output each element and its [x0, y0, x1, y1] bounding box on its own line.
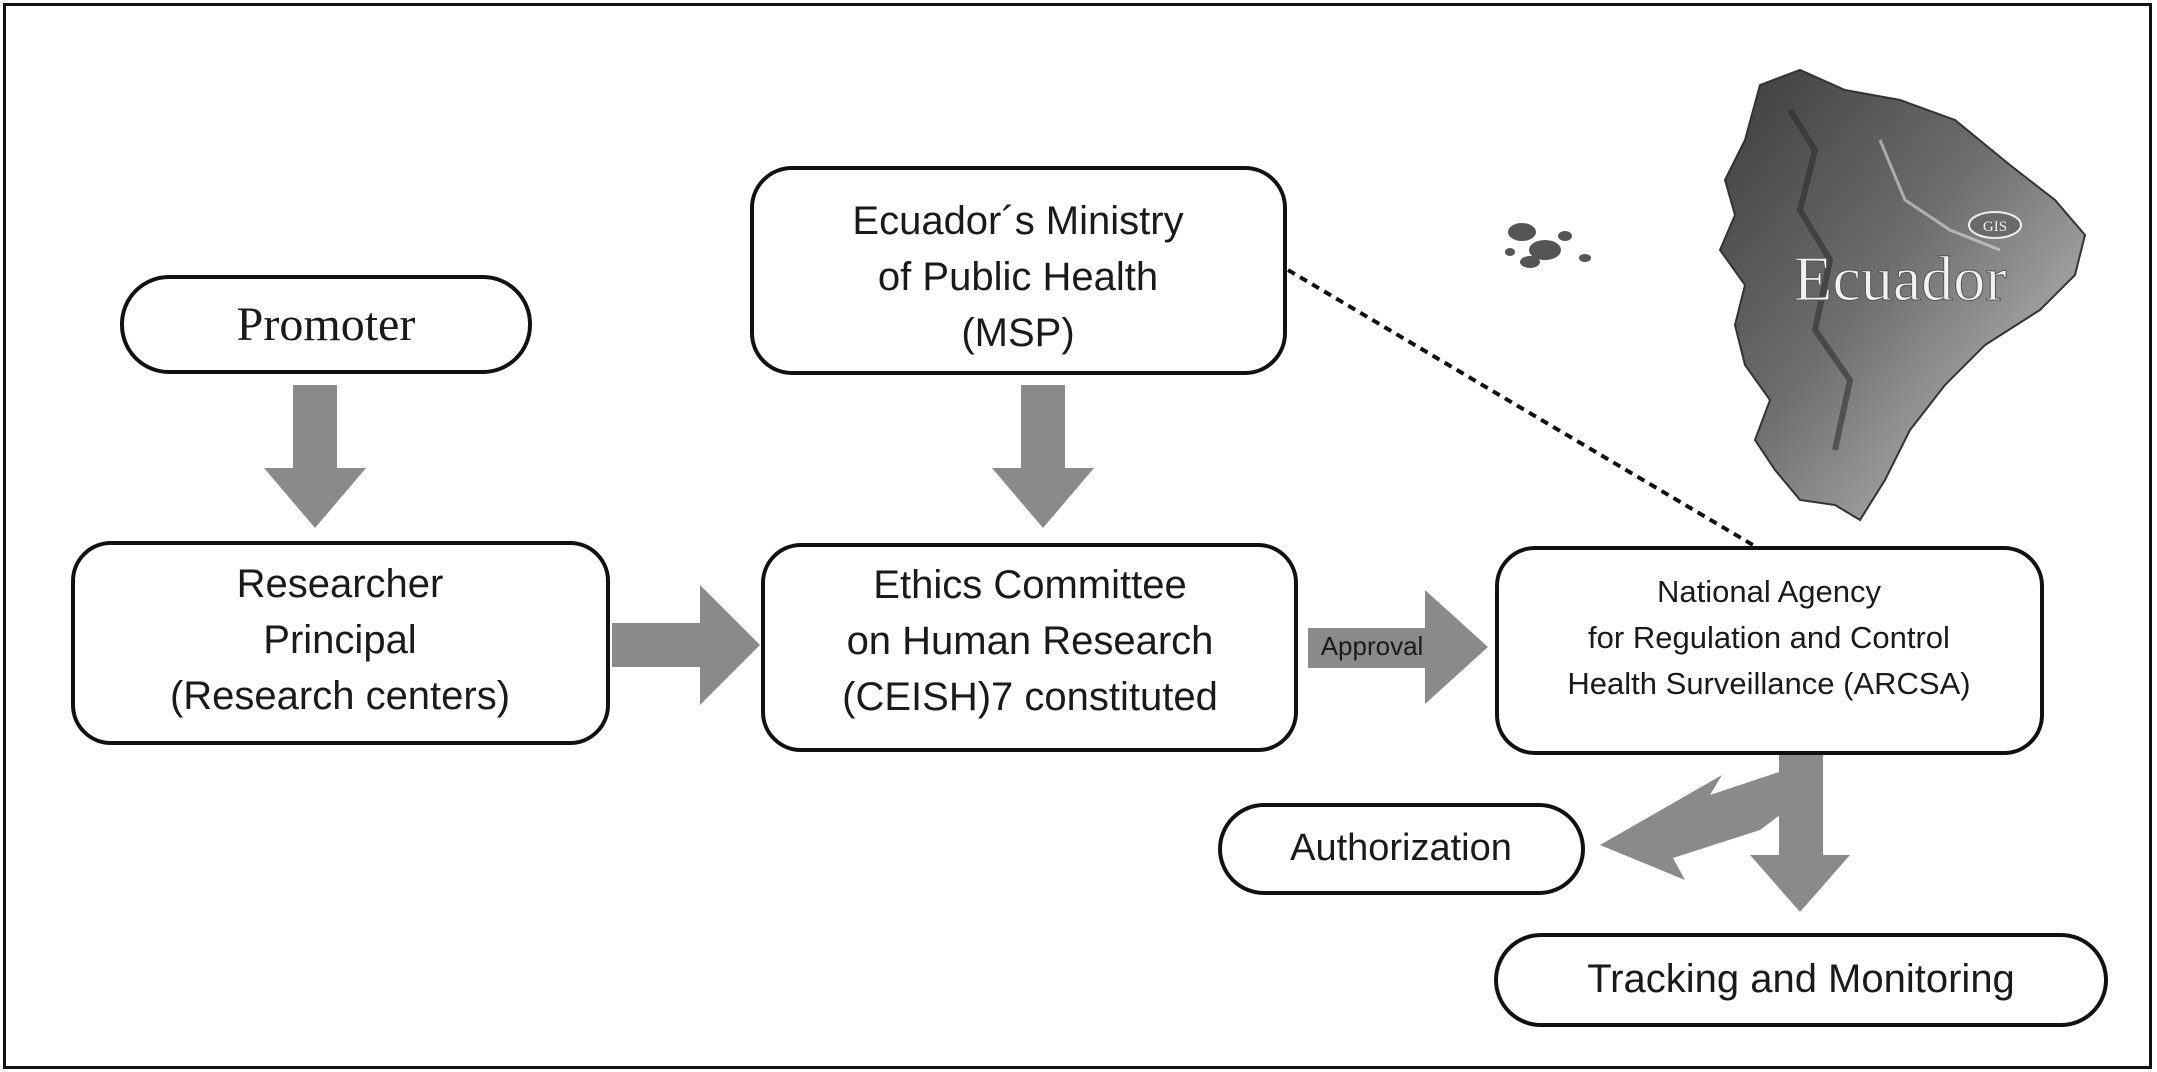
map-country-label: Ecuador [1793, 243, 2006, 314]
mainland-shape [1718, 68, 2087, 522]
svg-text:National Agency: National Agency [1657, 574, 1882, 609]
researcher-label: Researcher Principal (Research centers) [170, 562, 510, 718]
arrow-arcsa-to-authorization [1600, 752, 1800, 880]
ceish-label: Ethics Committee on Human Research (CEIS… [842, 563, 1218, 719]
promoter-box [120, 275, 532, 374]
arrow-ceish-to-arcsa [1308, 590, 1488, 704]
approval-label: Approval [1321, 631, 1424, 661]
ecuador-map: GIS Ecuador [1505, 68, 2087, 522]
svg-text:Ethics Committee: Ethics Committee [873, 563, 1186, 607]
authorization-box [1218, 803, 1585, 895]
arcsa-label: National Agency for Regulation and Contr… [1567, 574, 1970, 701]
svg-text:for Regulation and Control: for Regulation and Control [1588, 620, 1950, 655]
map-badge-text: GIS [1983, 219, 2007, 235]
svg-text:Health Surveillance (ARCSA): Health Surveillance (ARCSA) [1567, 666, 1970, 701]
promoter-label: Promoter [237, 298, 416, 351]
arrow-arcsa-to-tracking [1750, 752, 1850, 912]
svg-text:Principal: Principal [263, 618, 416, 662]
ceish-box [761, 543, 1298, 752]
arrow-researcher-to-ceish [612, 585, 760, 705]
svg-text:(CEISH)7 constituted: (CEISH)7 constituted [842, 675, 1218, 719]
dashed-connector [1286, 268, 1760, 550]
svg-text:on Human Research: on Human Research [847, 619, 1214, 663]
boxes [71, 166, 2108, 1027]
arrow-msp-to-ceish [992, 385, 1094, 528]
arcsa-box [1495, 546, 2044, 755]
msp-label: Ecuador´s Ministry of Public Health (MSP… [852, 199, 1183, 355]
svg-text:Researcher: Researcher [237, 562, 444, 606]
arrows [264, 385, 1850, 912]
svg-text:Ecuador´s Ministry: Ecuador´s Ministry [852, 199, 1183, 243]
arrow-promoter-to-researcher [264, 385, 366, 528]
msp-box [750, 166, 1287, 375]
tracking-box [1494, 933, 2108, 1027]
researcher-box [71, 541, 610, 745]
tracking-label: Tracking and Monitoring [1587, 957, 2015, 1001]
authorization-label: Authorization [1290, 827, 1512, 869]
svg-text:(Research centers): (Research centers) [170, 674, 510, 718]
galapagos-islands [1505, 223, 1591, 268]
svg-text:of Public Health: of Public Health [878, 255, 1158, 299]
svg-text:(MSP): (MSP) [961, 311, 1074, 355]
